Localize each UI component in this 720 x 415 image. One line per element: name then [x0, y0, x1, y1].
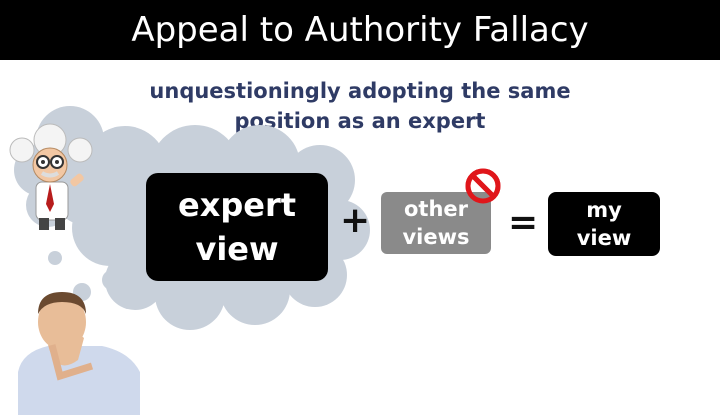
other-views-line-2: views	[402, 225, 470, 249]
definition-line-1: unquestioningly adopting the same	[149, 79, 571, 103]
other-views-box: other views	[381, 192, 491, 254]
other-views-line-1: other	[403, 197, 468, 221]
my-view-box: my view	[548, 192, 660, 256]
equals-operator: =	[508, 202, 539, 243]
thinking-man-icon	[18, 292, 140, 415]
plus-operator: +	[340, 200, 371, 241]
title-bar: Appeal to Authority Fallacy	[0, 0, 720, 60]
expert-view-line-1: expert	[177, 186, 297, 224]
professor-icon	[9, 123, 93, 230]
expert-view-line-2: view	[195, 230, 279, 268]
my-view-line-1: my	[586, 198, 622, 222]
my-view-line-2: view	[576, 226, 632, 250]
expert-view-box: expert view	[146, 173, 328, 281]
page-title: Appeal to Authority Fallacy	[131, 10, 589, 50]
